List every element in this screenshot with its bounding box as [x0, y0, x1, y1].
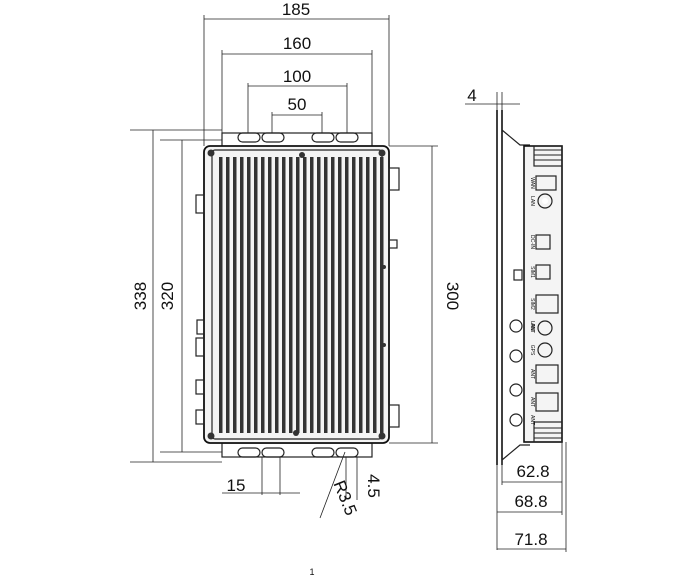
side-connector-label: LAN [529, 196, 535, 206]
top-mount-slots [237, 132, 359, 143]
heatsink-fin [310, 157, 314, 433]
dim-4: 4 [465, 86, 520, 110]
heatsink-fin [268, 157, 272, 433]
dim-4-5-label: 4.5 [364, 474, 383, 498]
sim2-slot-icon [535, 264, 551, 280]
side-connector-label: ANT [529, 397, 535, 407]
heatsink-fin [282, 157, 286, 433]
side-flange [496, 110, 503, 465]
dim-r3-5-label: R3.5 [330, 478, 361, 518]
heatsink-fin [261, 157, 265, 433]
dim-320: 320 [158, 139, 222, 453]
heatsink-fin [373, 157, 377, 433]
dim-15: 15 [222, 457, 300, 495]
antenna5-icon [509, 413, 523, 427]
dim-185-label: 185 [282, 0, 310, 19]
dim-4-5: 4.5 [345, 457, 383, 500]
heatsink-fin [233, 157, 237, 433]
dim-338-label: 338 [131, 282, 150, 310]
heatsink-fin [317, 157, 321, 433]
left-connectors [195, 194, 205, 425]
dim-300: 300 [389, 145, 462, 444]
side-connector-label: ANT [529, 369, 535, 379]
side-connector-label: ANT [529, 323, 535, 333]
heatsink-fin [254, 157, 258, 433]
side-connector-label: ANT [529, 415, 535, 425]
heatsink-fin [345, 157, 349, 433]
bottom-mount-bracket [221, 442, 373, 458]
heatsink-fin [338, 157, 342, 433]
usb-port-icon [513, 269, 523, 281]
side-connector-label: DC-IN [529, 235, 535, 249]
heatsink-fin [219, 157, 223, 433]
dim-50: 50 [271, 95, 323, 133]
side-fin-top [533, 145, 563, 167]
heatsink-fin [247, 157, 251, 433]
dc-in-icon [537, 193, 553, 209]
heatsink-fins [219, 157, 384, 433]
side-bracket-bottom [501, 444, 530, 461]
heatsink-fin [303, 157, 307, 433]
dim-160: 160 [221, 34, 373, 133]
front-view: 185 160 100 50 338 [130, 0, 462, 518]
heatsink-fin [366, 157, 370, 433]
heatsink-fin [331, 157, 335, 433]
dim-185: 185 [203, 0, 390, 146]
dim-71-8-label: 71.8 [514, 530, 547, 549]
heatsink-fin [275, 157, 279, 433]
dim-100: 100 [247, 67, 348, 133]
port-block-1-icon [535, 364, 559, 384]
dim-4-label: 4 [467, 86, 476, 105]
sim1-slot-icon [535, 234, 551, 250]
antenna2-icon [509, 349, 523, 363]
heatsink-fin [240, 157, 244, 433]
heatsink-fin [296, 157, 300, 433]
page-marker: 1 [309, 567, 314, 575]
heatsink-fin [352, 157, 356, 433]
dim-320-label: 320 [158, 282, 177, 310]
gps-icon [537, 320, 553, 336]
dim-62-8-label: 62.8 [516, 462, 549, 481]
dim-71-8: 71.8 [497, 442, 567, 552]
right-connectors [388, 167, 400, 428]
corner-screws [207, 149, 386, 440]
side-connector-label: SIM1 [529, 266, 535, 278]
dim-68-8: 68.8 [496, 465, 563, 550]
side-connector-label: WAN [529, 177, 535, 189]
dim-r3-5: R3.5 [319, 451, 361, 518]
side-fin-bottom [533, 421, 563, 443]
heatsink-fin [380, 157, 384, 433]
lan-port-icon [535, 175, 557, 191]
dim-300-label: 300 [443, 282, 462, 310]
heatsink-fin [289, 157, 293, 433]
dim-160-label: 160 [283, 34, 311, 53]
antenna1-icon [509, 319, 523, 333]
heatsink-fin [359, 157, 363, 433]
dim-15-label: 15 [227, 476, 246, 495]
lan2-port-icon [535, 294, 559, 314]
dim-100-label: 100 [283, 67, 311, 86]
dim-68-8-label: 68.8 [514, 492, 547, 511]
dim-62-8: 62.8 [501, 442, 563, 485]
side-connector-label: GPS [529, 345, 535, 356]
heatsink-fin [324, 157, 328, 433]
side-connector-label: LAN [529, 321, 535, 331]
top-mount-bracket [221, 132, 373, 148]
side-bracket-top [501, 129, 530, 146]
bottom-mount-slots [237, 447, 359, 458]
heatsink-fin [226, 157, 230, 433]
dim-338: 338 [130, 129, 222, 463]
antenna4-icon [509, 383, 523, 397]
side-connector-label: SIM2 [529, 298, 535, 310]
dim-50-label: 50 [288, 95, 307, 114]
antenna3-icon [537, 342, 553, 358]
side-connectors [509, 175, 559, 427]
port-block-2-icon [535, 392, 559, 412]
